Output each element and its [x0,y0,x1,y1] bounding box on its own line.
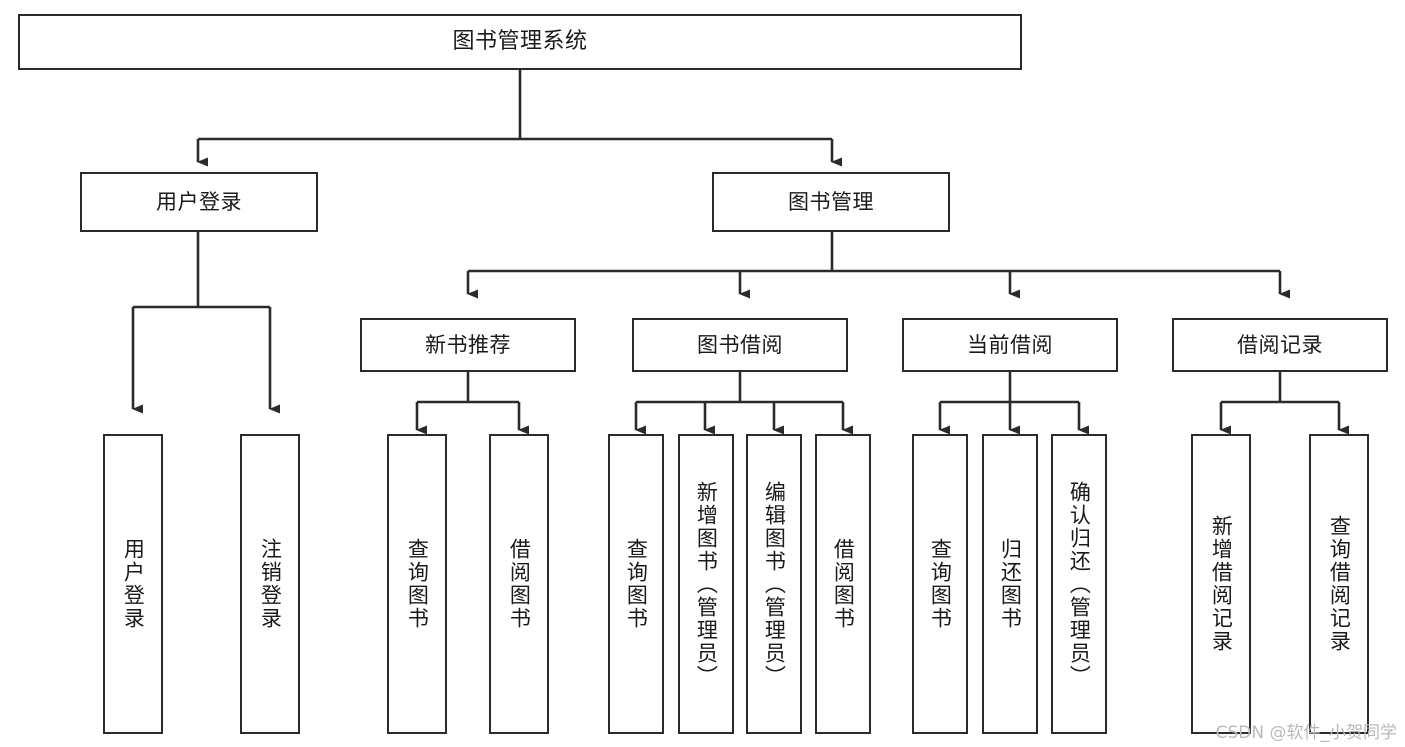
node-leaf-query-record[interactable]: 查询借阅记录 [1309,434,1369,734]
node-leaf-query-book-2-label: 查询图书 [624,538,649,630]
node-leaf-borrow-book-2[interactable]: 借阅图书 [815,434,871,734]
node-leaf-query-book-2[interactable]: 查询图书 [608,434,664,734]
node-leaf-query-book-1-label: 查询图书 [405,538,430,630]
node-leaf-user-login[interactable]: 用户登录 [103,434,163,734]
node-book-borrow-label: 图书借阅 [697,332,783,357]
node-leaf-logout-label: 注销登录 [258,538,283,630]
node-leaf-add-record-label: 新增借阅记录 [1209,515,1234,653]
node-leaf-add-book-label: 新增图书（管理员） [694,480,719,688]
node-user-login-label: 用户登录 [156,189,242,214]
node-leaf-return-book[interactable]: 归还图书 [982,434,1038,734]
node-book-manage[interactable]: 图书管理 [712,172,950,232]
node-leaf-add-record[interactable]: 新增借阅记录 [1191,434,1251,734]
node-leaf-logout[interactable]: 注销登录 [240,434,300,734]
node-current-borrow-label: 当前借阅 [967,332,1053,357]
node-new-book-rec-label: 新书推荐 [425,332,511,357]
node-leaf-confirm-return[interactable]: 确认归还（管理员） [1051,434,1107,734]
csdn-watermark: CSDN @软件_小贺同学 [1215,723,1397,743]
node-borrow-record-label: 借阅记录 [1237,332,1323,357]
node-book-manage-label: 图书管理 [788,189,874,214]
node-current-borrow[interactable]: 当前借阅 [902,318,1118,372]
node-leaf-edit-book-label: 编辑图书（管理员） [762,480,787,688]
node-root[interactable]: 图书管理系统 [18,14,1022,70]
node-leaf-user-login-label: 用户登录 [121,538,146,630]
node-leaf-return-book-label: 归还图书 [998,538,1023,630]
node-leaf-add-book[interactable]: 新增图书（管理员） [678,434,734,734]
node-leaf-confirm-return-label: 确认归还（管理员） [1067,480,1092,688]
node-leaf-borrow-book-2-label: 借阅图书 [831,538,856,630]
node-leaf-query-book-3[interactable]: 查询图书 [912,434,968,734]
node-leaf-edit-book[interactable]: 编辑图书（管理员） [746,434,802,734]
node-leaf-query-book-3-label: 查询图书 [928,538,953,630]
node-leaf-borrow-book-1-label: 借阅图书 [507,538,532,630]
node-leaf-query-book-1[interactable]: 查询图书 [387,434,447,734]
node-leaf-borrow-book-1[interactable]: 借阅图书 [489,434,549,734]
node-root-label: 图书管理系统 [452,29,588,55]
node-user-login[interactable]: 用户登录 [80,172,318,232]
node-new-book-rec[interactable]: 新书推荐 [360,318,576,372]
node-book-borrow[interactable]: 图书借阅 [632,318,848,372]
node-leaf-query-record-label: 查询借阅记录 [1327,515,1352,653]
node-borrow-record[interactable]: 借阅记录 [1172,318,1388,372]
